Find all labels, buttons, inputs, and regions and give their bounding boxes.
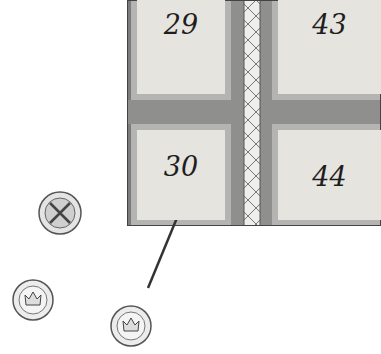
hatch-pattern [244,0,260,226]
tile-number: 30 [164,152,198,182]
board-border [128,1,381,226]
crown-token [13,280,53,320]
board-tile: 30 [137,130,225,220]
stripe-edge [260,0,261,226]
tile-number: 43 [312,10,346,40]
board-tile: 29 [137,0,225,94]
stripe-edge [244,0,245,226]
board-tile: 43 [278,0,381,94]
tile-number: 29 [164,10,198,40]
board-tile: 44 [278,130,381,220]
crown-token [111,306,151,346]
tile-number: 44 [312,162,346,192]
x-token [39,192,81,234]
board-ground [127,0,381,226]
hatched-stripe [244,0,260,226]
